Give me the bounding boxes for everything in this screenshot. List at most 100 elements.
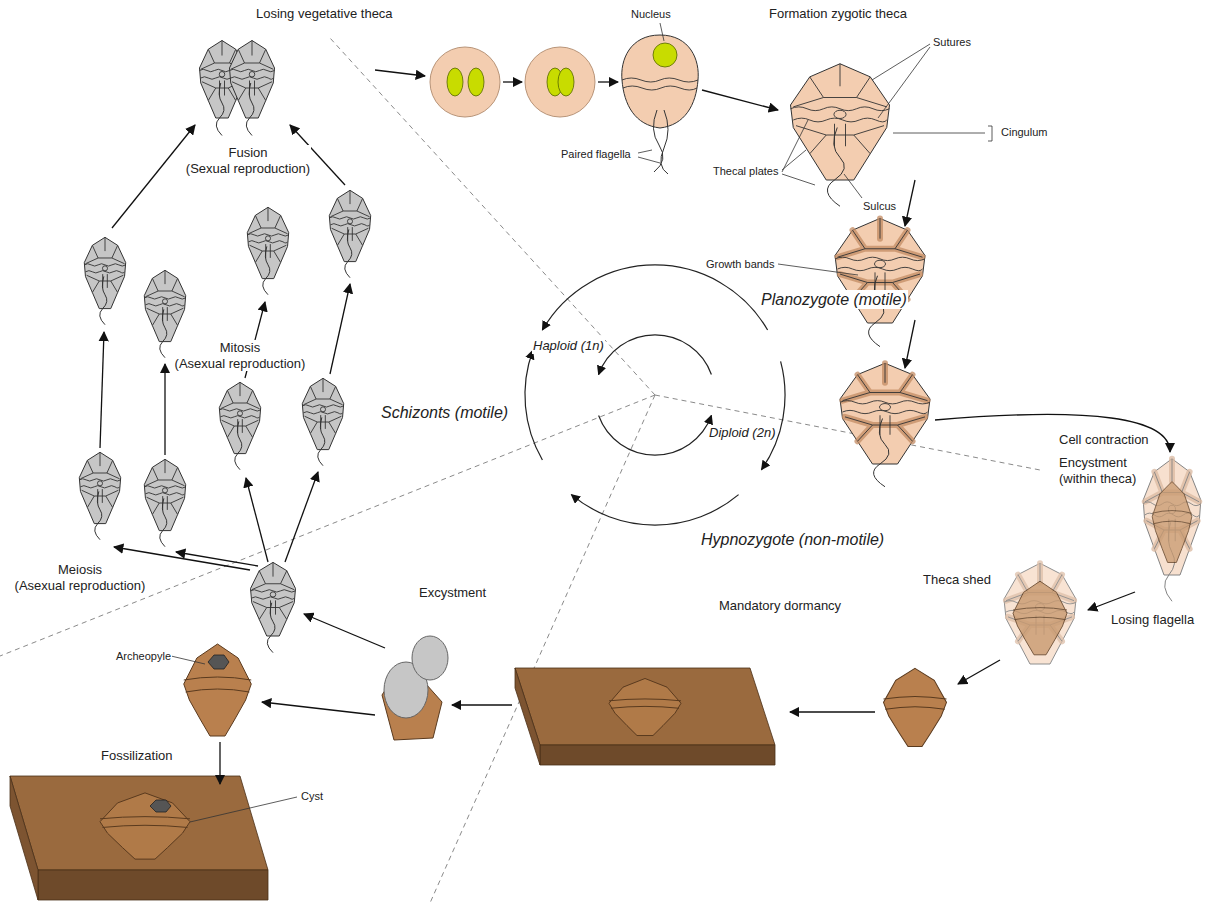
vegetative-cell: [247, 207, 288, 278]
vegetative-cell: [79, 452, 120, 507]
zygote-cell: [869, 276, 884, 347]
zygote-cell: [840, 363, 930, 441]
text-label: Hypnozygote (non-motile): [700, 530, 885, 549]
encysting-cell: [1143, 459, 1201, 602]
zygote-cell: [835, 218, 925, 299]
excystment-cell: [382, 636, 448, 740]
process-arrow: [100, 70, 1170, 784]
vegetative-cell: [251, 562, 296, 636]
zygote-cell: [874, 419, 889, 487]
vegetative-cell: [302, 378, 343, 449]
leader-line: [782, 120, 815, 185]
vegetative-cell: [95, 491, 102, 539]
text-label: Schizonts (motile): [380, 403, 509, 422]
vegetative-cell: [219, 382, 260, 453]
dinoflagellate-cyst: [884, 668, 947, 746]
vegetative-cell: [230, 41, 275, 101]
vegetative-cell: [345, 229, 352, 277]
dinoflagellate-cyst: [100, 644, 947, 859]
process-arrow: [935, 414, 1170, 452]
encysting-cell: [1004, 563, 1076, 664]
sector-divider: [0, 38, 1040, 903]
leader-line: [638, 150, 660, 163]
text-label: Cingulum: [1000, 126, 1048, 139]
planozygote-cell: [653, 110, 668, 174]
text-label: Planozygote (motile): [760, 290, 908, 309]
vegetative-cell: [235, 421, 242, 469]
text-label: Fusion (Sexual reproduction): [185, 145, 311, 176]
encysting-cell: [1004, 563, 1076, 664]
vegetative-cell: [79, 452, 120, 523]
cycle-arrow: [525, 351, 542, 461]
text-label: Cyst: [300, 790, 324, 803]
vegetative-cell: [267, 603, 275, 653]
process-arrow: [905, 180, 915, 226]
text-label: Diploid (2n): [708, 425, 776, 441]
fusing-gametes: [558, 68, 574, 96]
cycle-arrow: [525, 265, 785, 525]
text-label: Cell contraction: [1058, 432, 1150, 448]
excystment-cell: [412, 636, 448, 680]
process-arrow: [219, 742, 220, 784]
process-arrow: [905, 320, 915, 368]
vegetative-cell: [144, 270, 185, 325]
sector-divider: [430, 395, 655, 903]
text-label: Losing vegetative theca: [255, 6, 394, 22]
dinoflagellate-cyst: [609, 678, 681, 735]
fusing-gametes: [525, 47, 595, 117]
process-arrow: [304, 614, 385, 648]
sediment-slab: [38, 870, 268, 900]
vegetative-cell: [318, 417, 325, 465]
planozygote-cell: [653, 43, 677, 67]
encysting-cell: [1004, 459, 1201, 664]
text-label: Sulcus: [862, 200, 897, 213]
text-label: Theca shed: [922, 572, 992, 588]
text-label: Excystment: [418, 585, 487, 601]
sediment-slab: [10, 776, 38, 900]
leader-line: [190, 797, 297, 822]
process-arrow: [958, 660, 1000, 684]
cycle-arrow: [571, 495, 738, 525]
text-label: Archeopyle: [115, 650, 172, 663]
vegetative-cell: [230, 41, 275, 119]
vegetative-cell: [247, 207, 288, 262]
vegetative-cell: [246, 83, 254, 136]
zygote-cell: [791, 64, 890, 180]
text-label: Fossilization: [100, 748, 174, 764]
text-label: Nucleus: [630, 8, 672, 21]
vegetative-cell: [329, 190, 370, 261]
leader-line: [844, 174, 862, 198]
sector-divider: [330, 38, 655, 395]
vegetative-cell: [144, 459, 185, 514]
text-label: Losing flagella: [1110, 612, 1195, 628]
vegetative-cell: [160, 309, 167, 357]
leader-line: [171, 656, 205, 664]
process-arrow: [164, 364, 165, 455]
fusing-gametes: [447, 68, 463, 96]
planozygote-cell: [622, 35, 698, 128]
process-arrow: [1088, 592, 1135, 610]
zygote-cell: [827, 128, 844, 207]
dinoflagellate-cyst: [150, 800, 171, 812]
process-arrow: [330, 284, 350, 374]
process-arrow: [503, 81, 522, 82]
vegetative-cell: [100, 276, 107, 324]
cycle-arrow: [542, 265, 767, 330]
leader-line: [171, 23, 992, 822]
leader-line: [893, 126, 992, 141]
text-label: Sutures: [932, 36, 972, 49]
process-arrow: [702, 90, 778, 110]
vegetative-cell: [144, 459, 185, 530]
process-arrow: [452, 704, 512, 705]
planozygote-cell: [622, 78, 698, 90]
vegetative-cell: [219, 382, 260, 437]
encysting-cell: [1152, 482, 1192, 563]
vegetative-cell: [144, 270, 185, 341]
process-arrow: [112, 125, 195, 228]
vegetative-cell: [302, 378, 343, 433]
cycle-arrow: [599, 416, 712, 456]
encysting-cell: [1013, 581, 1067, 655]
vegetative-cell: [329, 190, 370, 245]
process-arrow: [375, 70, 425, 76]
